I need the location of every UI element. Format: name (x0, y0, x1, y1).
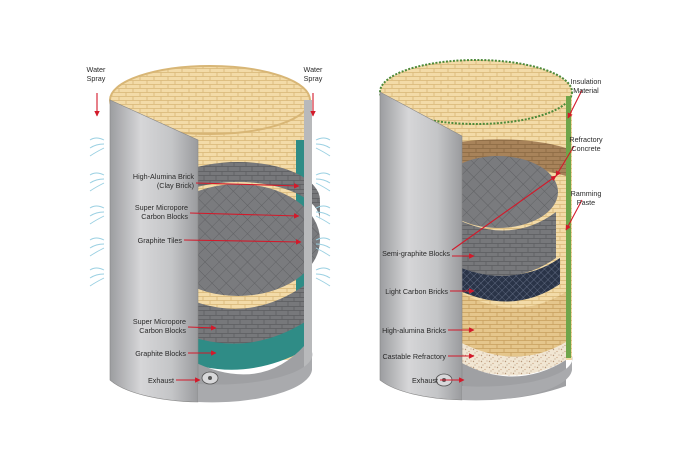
label-super-micropore-top: Super Micropore (135, 203, 188, 212)
left-shell-right-edge (304, 100, 312, 372)
left-labels: Water Spray Water Spray High-Alumina Bri… (87, 65, 324, 385)
left-shell (109, 99, 199, 403)
right-castable-refractory (456, 340, 566, 376)
left-arrows (94, 93, 316, 383)
right-high-alumina-lower (456, 290, 566, 357)
right-labels: Insulation Material Refractory Concrete … (382, 77, 603, 385)
label-graphite-blocks: Graphite Blocks (135, 349, 186, 358)
label-graphite-tiles: Graphite Tiles (138, 236, 183, 245)
left-lower-carbon-ring (170, 285, 305, 344)
label-water-spray-right-2: Spray (304, 74, 323, 83)
label-semi-graphite-blocks: Semi-graphite Blocks (382, 249, 450, 258)
left-water-spray-marks (89, 137, 331, 287)
label-insulation-material-2: Material (573, 86, 599, 95)
label-ramming-paste: Ramming (571, 189, 602, 198)
label-super-micropore-bottom-2: Carbon Blocks (139, 326, 186, 335)
label-water-spray-right: Water (304, 65, 324, 74)
label-refractory-concrete-2: Concrete (571, 144, 600, 153)
label-ramming-paste-2: Paste (577, 198, 595, 207)
left-graphite-blocks-layer (175, 320, 305, 370)
label-high-alumina-brick-2: (Clay Brick) (157, 181, 194, 190)
label-super-micropore-top-2: Carbon Blocks (141, 212, 188, 221)
right-arrows (440, 89, 583, 383)
right-light-carbon-bricks (450, 258, 560, 302)
left-furnace (109, 65, 320, 403)
label-refractory-concrete: Refractory (569, 135, 603, 144)
right-furnace (379, 59, 573, 401)
label-exhaust-right: Exhaust (412, 376, 438, 385)
label-insulation-material: Insulation (571, 77, 602, 86)
label-high-alumina-brick: High-Alumina Brick (133, 172, 195, 181)
right-hearth-disc (438, 156, 558, 228)
label-water-spray-left: Water (87, 65, 107, 74)
right-semi-graphite-ring (440, 210, 556, 276)
label-super-micropore-bottom: Super Micropore (133, 317, 186, 326)
right-shell-bottom (462, 356, 573, 401)
label-exhaust-left: Exhaust (148, 376, 174, 385)
label-castable-refractory: Castable Refractory (382, 352, 446, 361)
right-shell (379, 91, 463, 401)
left-shell-bottom (198, 352, 313, 403)
label-high-alumina-bricks: High-alumina Bricks (382, 326, 446, 335)
label-water-spray-left-2: Spray (87, 74, 106, 83)
label-light-carbon-bricks: Light Carbon Bricks (385, 287, 448, 296)
